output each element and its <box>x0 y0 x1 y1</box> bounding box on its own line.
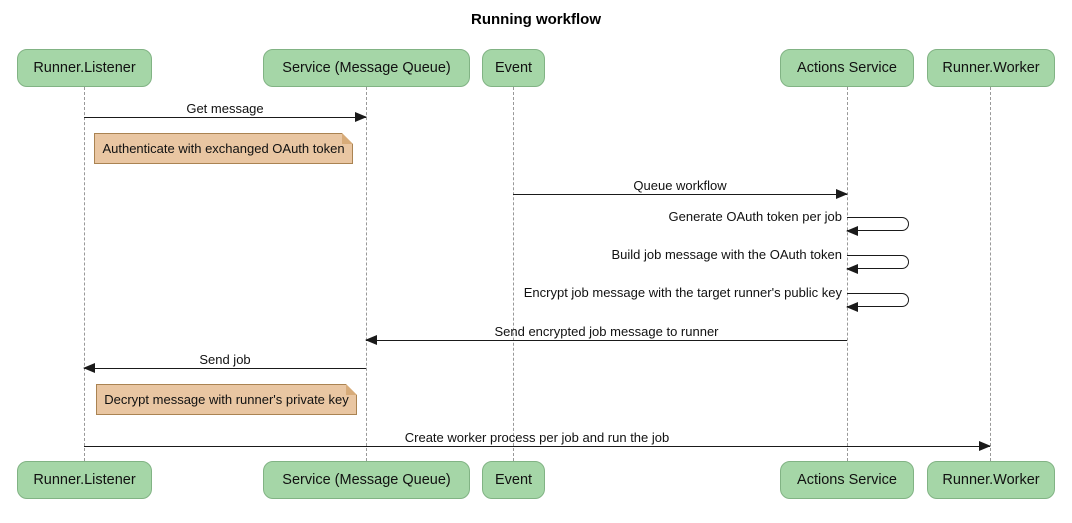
actor-bottom-service-message-queue: Service (Message Queue) <box>263 461 470 499</box>
actor-bottom-actions-service: Actions Service <box>780 461 914 499</box>
lifeline-runner-listener <box>84 87 85 461</box>
lifeline-service-message-queue <box>366 87 367 461</box>
message-label-get-message: Get message <box>186 101 264 116</box>
note-decrypt-private-key: Decrypt message with runner's private ke… <box>96 384 357 415</box>
message-arrow-send-encrypted-job <box>365 335 847 345</box>
message-selfloop-encrypt-job-message <box>846 293 909 312</box>
actor-top-runner-listener: Runner.Listener <box>17 49 152 87</box>
lifeline-runner-worker <box>990 87 991 461</box>
message-label-generate-oauth-token: Generate OAuth token per job <box>668 209 842 224</box>
actor-bottom-runner-worker: Runner.Worker <box>927 461 1055 499</box>
message-arrow-queue-workflow <box>513 189 848 199</box>
message-label-queue-workflow: Queue workflow <box>633 178 727 193</box>
lifeline-event <box>513 87 514 461</box>
diagram-title: Running workflow <box>471 11 601 28</box>
message-selfloop-build-job-message <box>846 255 909 274</box>
actor-top-actions-service: Actions Service <box>780 49 914 87</box>
message-selfloop-generate-oauth-token <box>846 217 909 236</box>
message-label-create-worker-process: Create worker process per job and run th… <box>404 430 670 445</box>
message-arrow-create-worker-process <box>84 441 991 451</box>
actor-top-service-message-queue: Service (Message Queue) <box>263 49 470 87</box>
actor-top-event: Event <box>482 49 545 87</box>
message-label-build-job-message: Build job message with the OAuth token <box>611 247 842 262</box>
message-label-send-job: Send job <box>199 352 251 367</box>
message-arrow-send-job <box>83 363 366 373</box>
actor-bottom-event: Event <box>482 461 545 499</box>
actor-bottom-runner-listener: Runner.Listener <box>17 461 152 499</box>
message-arrow-get-message <box>84 112 367 122</box>
note-authenticate-oauth: Authenticate with exchanged OAuth token <box>94 133 353 164</box>
actor-top-runner-worker: Runner.Worker <box>927 49 1055 87</box>
lifeline-actions-service <box>847 87 848 461</box>
message-label-send-encrypted-job: Send encrypted job message to runner <box>494 324 719 339</box>
message-label-encrypt-job-message: Encrypt job message with the target runn… <box>523 285 842 300</box>
